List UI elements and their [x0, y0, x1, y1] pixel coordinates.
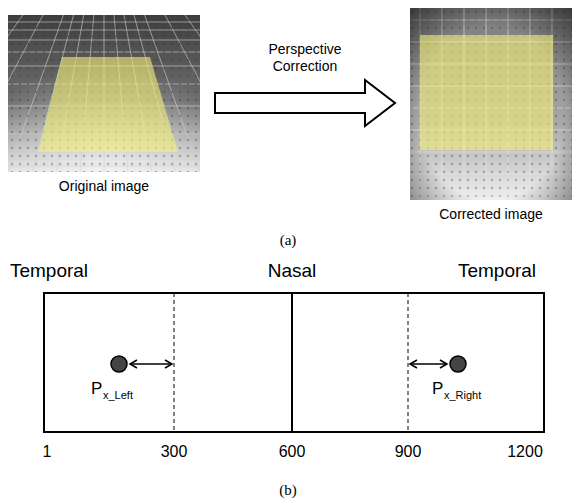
image-panel: Corrected image — [410, 8, 572, 200]
image-panel: Original image — [8, 15, 200, 172]
arrow-label: Perspective Correction — [245, 41, 365, 75]
axis-tick: 1200 — [507, 442, 543, 461]
photo-dots — [410, 8, 572, 200]
axis-tick: 900 — [395, 442, 422, 461]
image-caption: Original image — [59, 178, 149, 195]
point-symbol: P — [91, 379, 102, 399]
photo-grid — [410, 8, 572, 200]
image-caption: Corrected image — [439, 206, 543, 223]
axis-tick: 300 — [161, 442, 188, 461]
photo-ground — [410, 8, 572, 200]
photo-light — [8, 15, 200, 172]
region-label: Temporal — [458, 260, 536, 283]
point-subscript: x_Right — [444, 389, 481, 402]
midline — [291, 293, 293, 432]
part-label: (a) — [280, 231, 297, 249]
region-label: Temporal — [10, 260, 88, 283]
region-highlight — [420, 35, 553, 150]
region-highlight — [38, 57, 178, 152]
block-arrow — [215, 80, 395, 126]
threshold-line — [408, 293, 409, 432]
part-label: (b) — [279, 481, 297, 499]
point-subscript: x_Left — [103, 389, 133, 402]
photo-ground — [8, 15, 200, 172]
corrected-photo — [410, 8, 572, 200]
photo-dots — [8, 15, 200, 172]
point-symbol: P — [432, 379, 443, 399]
pupil-dot — [450, 356, 466, 372]
pupil-dot — [111, 356, 127, 372]
original-photo — [8, 15, 200, 172]
axis-tick: 1 — [43, 442, 52, 461]
photo-grid — [8, 15, 200, 172]
distance-arrow — [130, 360, 447, 368]
field-frame — [44, 293, 544, 432]
region-label: Nasal — [268, 260, 317, 283]
axis-tick: 600 — [279, 442, 306, 461]
threshold-line — [174, 293, 175, 432]
photo-vignette — [410, 8, 572, 200]
